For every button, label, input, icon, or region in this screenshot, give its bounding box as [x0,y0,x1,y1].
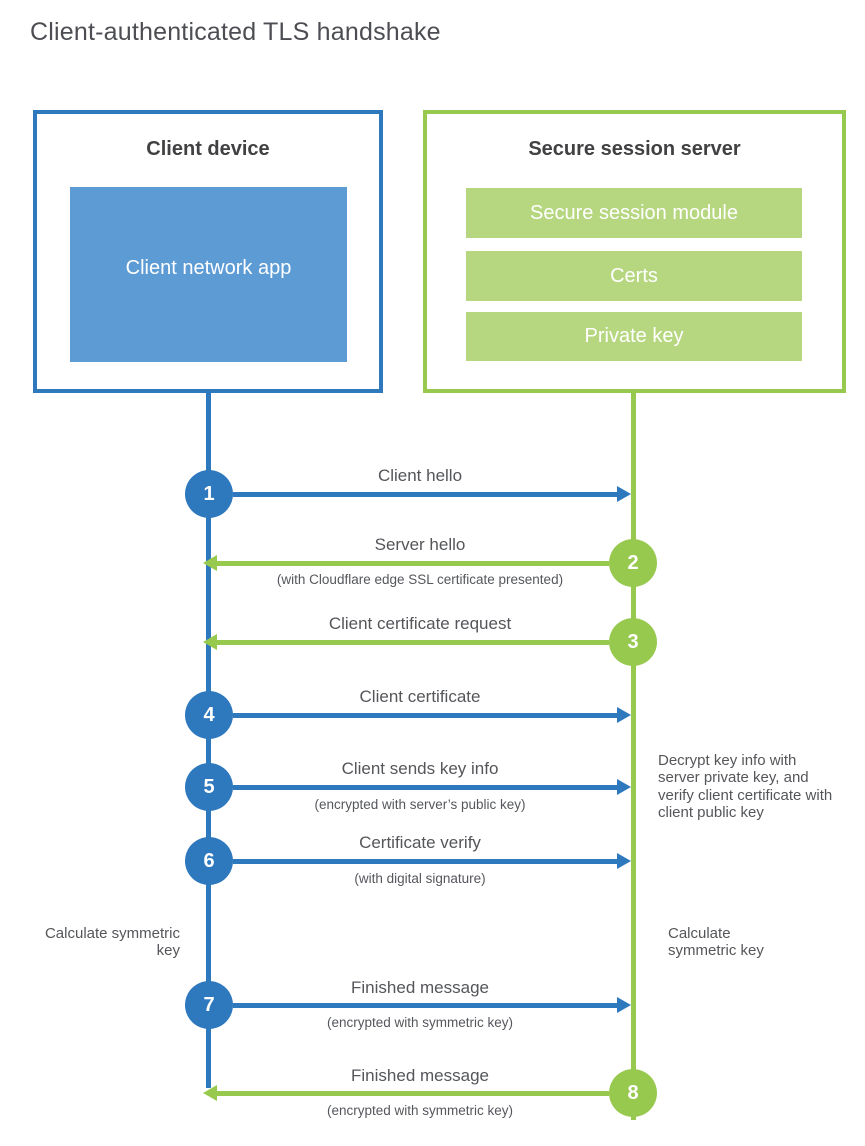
client-network-app-box: Client network app [70,187,347,362]
secure-session-server-heading: Secure session server [528,138,741,160]
arrow-shaft [233,492,617,497]
step-circle: 2 [609,539,657,587]
page-title: Client-authenticated TLS handshake [30,18,441,46]
arrow-right-icon [617,779,631,795]
server-lifeline [631,391,636,1120]
message-label: Client certificate [359,687,481,706]
client-network-app-label: Client network app [125,256,292,279]
step-circle: 1 [185,470,233,518]
message-label: Finished message [351,978,489,997]
arrow-shaft [233,785,617,790]
arrow-shaft [217,1091,609,1096]
server-module-bar: Private key [466,312,802,361]
message-subtext: (encrypted with server’s public key) [314,797,526,812]
step-circle: 4 [185,691,233,739]
arrow-shaft [233,859,617,864]
secure-session-server-box: Secure session server Secure session mod… [423,110,846,393]
arrow-shaft [233,1003,617,1008]
message-subtext: (with digital signature) [354,871,486,886]
message-label: Finished message [351,1066,489,1085]
arrow-right-icon [617,707,631,723]
step-circle: 7 [185,981,233,1029]
step-circle: 8 [609,1069,657,1117]
arrow-right-icon [617,486,631,502]
message-subtext: (encrypted with symmetric key) [326,1103,514,1118]
arrow-left-icon [203,634,217,650]
arrow-left-icon [203,555,217,571]
message-label: Server hello [374,535,466,554]
arrow-right-icon [617,853,631,869]
arrow-shaft [217,561,609,566]
arrow-right-icon [617,997,631,1013]
message-subtext: (with Cloudflare edge SSL certificate pr… [276,572,564,587]
step-circle: 6 [185,837,233,885]
message-label: Certificate verify [359,833,481,852]
arrow-shaft [217,640,609,645]
arrow-left-icon [203,1085,217,1101]
arrow-shaft [233,713,617,718]
step-circle: 5 [185,763,233,811]
calculate-symmetric-key-note-client: Calculate symmetric key [44,925,180,960]
decrypt-note: Decrypt key info with server private key… [658,752,833,821]
message-subtext: (encrypted with symmetric key) [326,1015,514,1030]
server-module-bar: Secure session module [466,188,802,238]
client-lifeline [206,391,211,1088]
server-module-bar: Certs [466,251,802,301]
message-label: Client hello [377,466,463,485]
client-device-heading: Client device [146,138,270,160]
step-circle: 3 [609,618,657,666]
message-label: Client sends key info [341,759,499,778]
client-device-box: Client device Client network app [33,110,383,393]
calculate-symmetric-key-note-server: Calculate symmetric key [668,925,764,960]
message-label: Client certificate request [328,614,512,633]
